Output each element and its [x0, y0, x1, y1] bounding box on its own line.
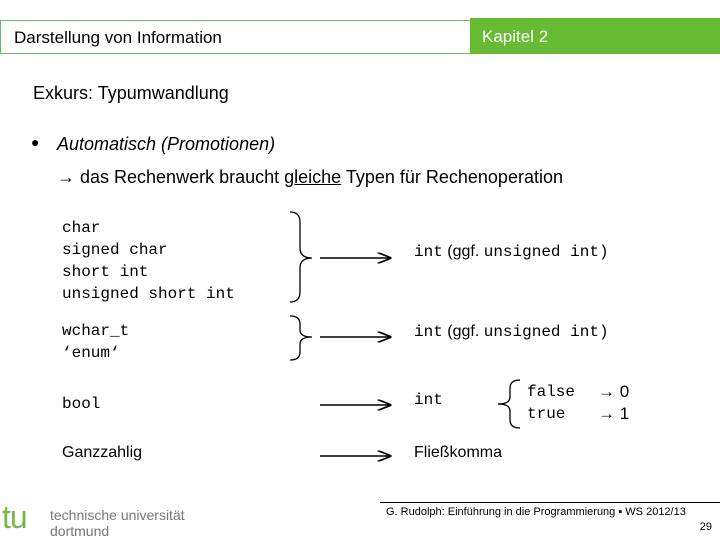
header-chapter: Kapitel 2 [482, 27, 549, 46]
target-code: unsigned int [483, 243, 599, 261]
source-type: signed char [62, 241, 168, 259]
arrow-explanation-before: → das Rechenwerk braucht [57, 167, 285, 187]
footer-divider [380, 502, 720, 503]
group2-sources: wchar_t ‘enum‘ [62, 320, 129, 364]
university-logo: tu technische universität dortmund [2, 499, 202, 539]
arrow-explanation: → das Rechenwerk braucht gleiche Typen f… [57, 167, 563, 188]
target-text: (ggf. [442, 243, 484, 260]
target-close: ) [598, 323, 609, 341]
header-title-bar [0, 20, 470, 54]
source-type: ‘enum‘ [62, 344, 120, 362]
footer-credit: G. Rudolph: Einführung in die Programmie… [386, 506, 686, 518]
bool-value: true [527, 405, 566, 423]
logo-letters: tu [2, 499, 28, 535]
group2-target: int (ggf. unsigned int) [414, 323, 609, 341]
target-code: int [414, 243, 443, 261]
arrow-explanation-after: Typen für Rechenoperation [341, 167, 563, 187]
target-close: ) [598, 243, 609, 261]
integer-source: Ganzzahlig [62, 444, 143, 461]
source-type: short int [62, 263, 149, 281]
group1-sources: char signed char short int unsigned shor… [62, 217, 235, 305]
bullet-text: Automatisch (Promotionen) [57, 134, 276, 154]
bool-result: → 0 [598, 382, 630, 401]
bullet-marker: ● [31, 134, 40, 150]
bool-source: bool [62, 395, 101, 413]
brace-bool [497, 379, 521, 429]
bool-results: → 0 → 1 [598, 381, 629, 425]
group1-target: int (ggf. unsigned int) [414, 243, 609, 261]
header-title: Darstellung von Information [14, 28, 222, 47]
logo-university-line2: dortmund [50, 523, 110, 539]
brace-group1 [289, 211, 313, 303]
bool-values: false true [527, 381, 575, 425]
slide-subtitle: Exkurs: Typumwandlung [33, 83, 229, 103]
header-chapter-bar [470, 18, 720, 54]
logo-university-line1: technische universität [50, 507, 185, 523]
target-text: (ggf. [442, 323, 484, 340]
source-type: wchar_t [62, 322, 130, 340]
arrow-explanation-underlined: gleiche [284, 167, 342, 187]
bool-value: false [527, 383, 576, 401]
source-type: unsigned short int [62, 285, 235, 303]
target-code: unsigned int [483, 323, 599, 341]
page-number: 29 [699, 521, 712, 533]
source-type: char [62, 219, 101, 237]
bool-result: → 1 [598, 404, 630, 423]
bool-target: int [414, 391, 443, 409]
integer-target: Fließkomma [414, 444, 503, 461]
brace-group2 [289, 315, 313, 361]
target-code: int [414, 323, 443, 341]
